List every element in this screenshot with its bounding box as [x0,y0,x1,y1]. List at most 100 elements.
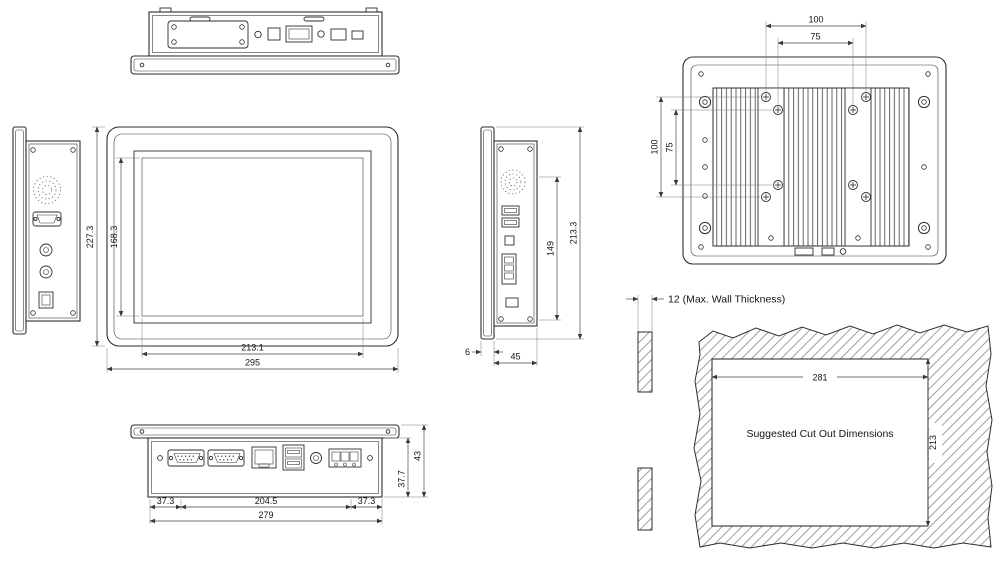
vesa-screw-icon [848,180,858,190]
mounting-grommet-icon [698,95,712,109]
dim-vesa-width-outer: 100 [765,15,867,92]
screw-icon [698,244,704,250]
top-connector [267,27,281,41]
vent-slot [303,16,325,22]
right-side-view: 149 213.3 6 45 [465,126,584,366]
terminal-block [501,253,517,285]
bottom-view: 43 37.7 37.3 204.5 37.3 279 [130,424,428,524]
dim-vesa-height-outer: 100 [650,96,760,198]
wall-section [637,331,653,393]
vga-connector [167,449,205,467]
pin-dots [177,455,194,461]
usb-ports [282,444,305,471]
dimension-label: 281 [812,373,827,383]
screw-icon [855,235,861,241]
vesa-screw-icon [761,192,771,202]
dimension-label: 37.3 [157,496,175,506]
dimension-label: 75 [665,142,675,152]
screw-icon [921,164,927,170]
screw-icon [768,235,774,241]
vesa-screw-icon [773,180,783,190]
top-connector [285,25,313,43]
screw-icon [925,244,931,250]
screw-icon [527,146,533,152]
bottom-view-bezel-flange [130,424,400,439]
side-bezel [480,126,495,340]
screw-icon [30,310,36,316]
vesa-screw-icon [861,92,871,102]
dimension-label: 204.5 [255,496,278,506]
side-body [493,140,538,327]
power-terminal-block [328,448,362,468]
screw-icon [139,429,145,434]
dimension-label: 37.7 [397,470,407,488]
screw-icon [317,30,325,38]
cutout-label: Suggested Cut Out Dimensions [746,428,893,440]
dim-front-display-width: 213.1 [141,318,364,358]
usb-port [501,217,520,228]
vesa-screw-icon [773,105,783,115]
dimension-label: 100 [808,15,823,25]
top-connector [330,28,347,41]
wall-thickness-note: 12 (Max. Wall Thickness) [626,294,785,531]
screw-icon [385,429,391,434]
bottom-view-flange-inner [133,427,397,436]
screw-icon [70,147,76,153]
dim-vesa-height-inner: 75 [665,109,772,186]
screw-icon [139,62,145,68]
dim-side-overall-height: 213.3 [496,126,584,340]
vesa-screw-icon [848,105,858,115]
dim-bottom-widths: 37.3 204.5 37.3 279 [149,496,383,524]
side-button [504,235,515,246]
audio-jack [310,452,322,464]
top-view-body-inner [152,15,379,53]
side-bezel [12,126,27,335]
side-body-inner [496,143,535,324]
screw-icon [70,310,76,316]
rear-port [839,248,847,255]
round-connector [39,243,53,257]
cutout-opening [711,358,929,527]
top-view-cover-plate [167,20,249,49]
screw-icon [498,146,504,152]
dim-side-body-depth: 45 [493,328,538,366]
side-port [38,291,54,309]
dimension-label: 227.3 [85,226,95,249]
screw-icon [527,316,533,322]
screw-icon [367,455,373,461]
dim-side-io-height: 149 [539,176,561,321]
wall-thickness-label: 12 (Max. Wall Thickness) [668,294,785,306]
dimension-label: 213 [928,435,938,450]
dimension-label: 100 [650,139,660,154]
dimension-label: 149 [546,241,556,256]
dim-cutout-width: 281 [711,373,929,383]
rear-port [821,247,835,256]
vent-slot [189,16,211,22]
rear-port [794,247,814,256]
side-body [25,140,81,322]
dim-front-outer-width: 295 [106,348,399,373]
front-bezel-inner [113,133,392,340]
display-active-area [141,157,364,317]
left-side-view [12,126,81,335]
speaker-grille-icon [500,169,526,195]
display-recess [133,150,372,324]
cutout-view: 281 213 Suggested Cut Out Dimensions [693,324,993,549]
dimension-label: 37.3 [358,496,376,506]
round-connector [39,265,53,279]
screw-icon [171,24,177,30]
heatsink-mount-rail [844,87,872,247]
top-view-bezel-flange [130,55,400,75]
dimension-label: 213.1 [241,343,264,353]
pin-dots [217,455,234,461]
mounting-grommet-icon [917,95,931,109]
dimension-label: 168.3 [109,226,119,249]
dim-front-outer-height: 227.3 [85,126,105,347]
dim-vesa-width-inner: 75 [777,32,854,105]
screw-icon [925,71,931,77]
screw-icon [385,62,391,68]
dimension-label: 43 [413,451,423,461]
dimension-label: 75 [810,32,820,42]
screw-icon [171,39,177,45]
front-view: 227.3 168.3 213.1 295 [85,126,399,373]
